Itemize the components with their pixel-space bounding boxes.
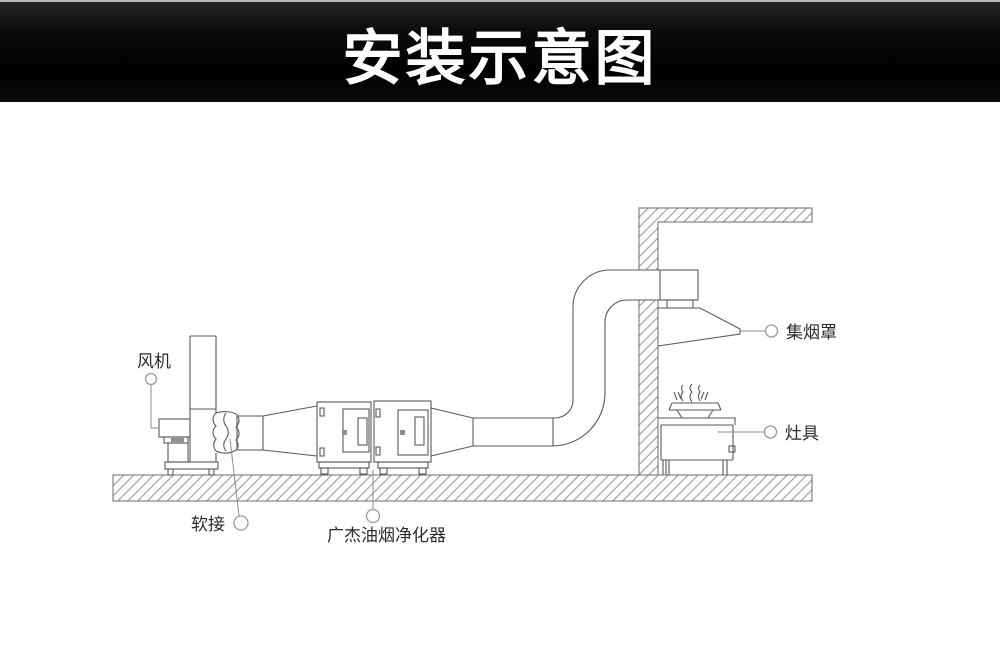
purifier1-foot-left [320, 467, 329, 475]
purifier1-clip-top [319, 407, 325, 417]
stove-burner-pan [668, 402, 722, 419]
bellows-left-edge [212, 412, 217, 452]
purifier2-skid [377, 461, 429, 469]
label-flex-joint: 软接 [191, 438, 249, 534]
banner-top-highlight [0, 0, 1000, 2]
fan-outlet-stack [189, 335, 217, 462]
fan-motor-box [158, 418, 191, 438]
label-stove: 灶具 [718, 424, 819, 443]
stove-body [658, 417, 736, 461]
purifier2-clip-top [375, 408, 381, 418]
label-fan: 风机 [137, 352, 171, 429]
purifier-unit-2 [373, 400, 432, 475]
title-banner: 安装示意图 [0, 2, 1000, 102]
flex-joint-marker-circle [233, 515, 249, 531]
hood-label: 集烟罩 [786, 323, 837, 342]
fan-base-plate [164, 461, 219, 470]
inlet-expansion-cone [262, 405, 318, 457]
fan-leader-line [150, 384, 159, 429]
stove-label: 灶具 [785, 424, 819, 443]
wall-hatched [638, 299, 659, 476]
purifier1-window [357, 417, 368, 446]
purifier2-window [414, 416, 425, 446]
inlet-duct-straight [236, 415, 264, 451]
smoke-hood [657, 307, 741, 347]
stove-marker-circle [763, 425, 778, 439]
floor-hatched [112, 474, 813, 502]
purifier-marker-circle [365, 508, 381, 524]
purifier1-latch [342, 430, 347, 435]
label-purifier: 广杰油烟净化器 [327, 470, 446, 545]
purifier1-skid [318, 461, 370, 469]
purifier-unit-1 [316, 401, 372, 475]
flex-joint-leader-line [229, 438, 240, 517]
hood-plenum-box [659, 269, 699, 301]
purifier2-door [397, 409, 429, 456]
fan-step-insert [171, 438, 184, 442]
bellows-ends [215, 411, 237, 454]
stove-legs [662, 460, 728, 475]
bellows-mid-line [223, 412, 229, 452]
label-hood: 集烟罩 [740, 323, 837, 342]
fan-marker-circle [144, 372, 158, 386]
outlet-contraction-cone [430, 407, 474, 457]
inlet-duct [236, 405, 318, 457]
flex-joint-label: 软接 [191, 515, 225, 534]
outlet-duct [430, 269, 660, 457]
duct-upper-boundary [473, 269, 660, 419]
purifier2-latch [400, 430, 405, 435]
hood-collar [666, 299, 694, 309]
purifier2-clip-bottom [375, 446, 381, 456]
bellows-right-edge [235, 413, 240, 451]
purifier2-foot-left [379, 467, 388, 475]
flame-icon [673, 383, 709, 403]
purifier-label: 广杰油烟净化器 [327, 526, 446, 545]
purifier2-foot-right [418, 467, 427, 475]
flex-connector [212, 411, 240, 454]
duct-joint-lines [472, 418, 554, 446]
ceiling-hatched [638, 207, 813, 271]
stove [658, 383, 736, 475]
fan-label: 风机 [137, 352, 171, 371]
fan-foot-right [208, 468, 215, 476]
purifier1-foot-right [359, 467, 368, 475]
duct-lower-boundary [473, 299, 660, 447]
page-title: 安装示意图 [342, 24, 658, 92]
fan-foot-left [167, 468, 174, 476]
fan-pedestal [167, 442, 189, 463]
hood-assembly [657, 269, 741, 347]
purifier1-clip-bottom [319, 447, 325, 457]
hood-marker-circle [764, 324, 779, 338]
stove-side-knob [728, 445, 736, 453]
